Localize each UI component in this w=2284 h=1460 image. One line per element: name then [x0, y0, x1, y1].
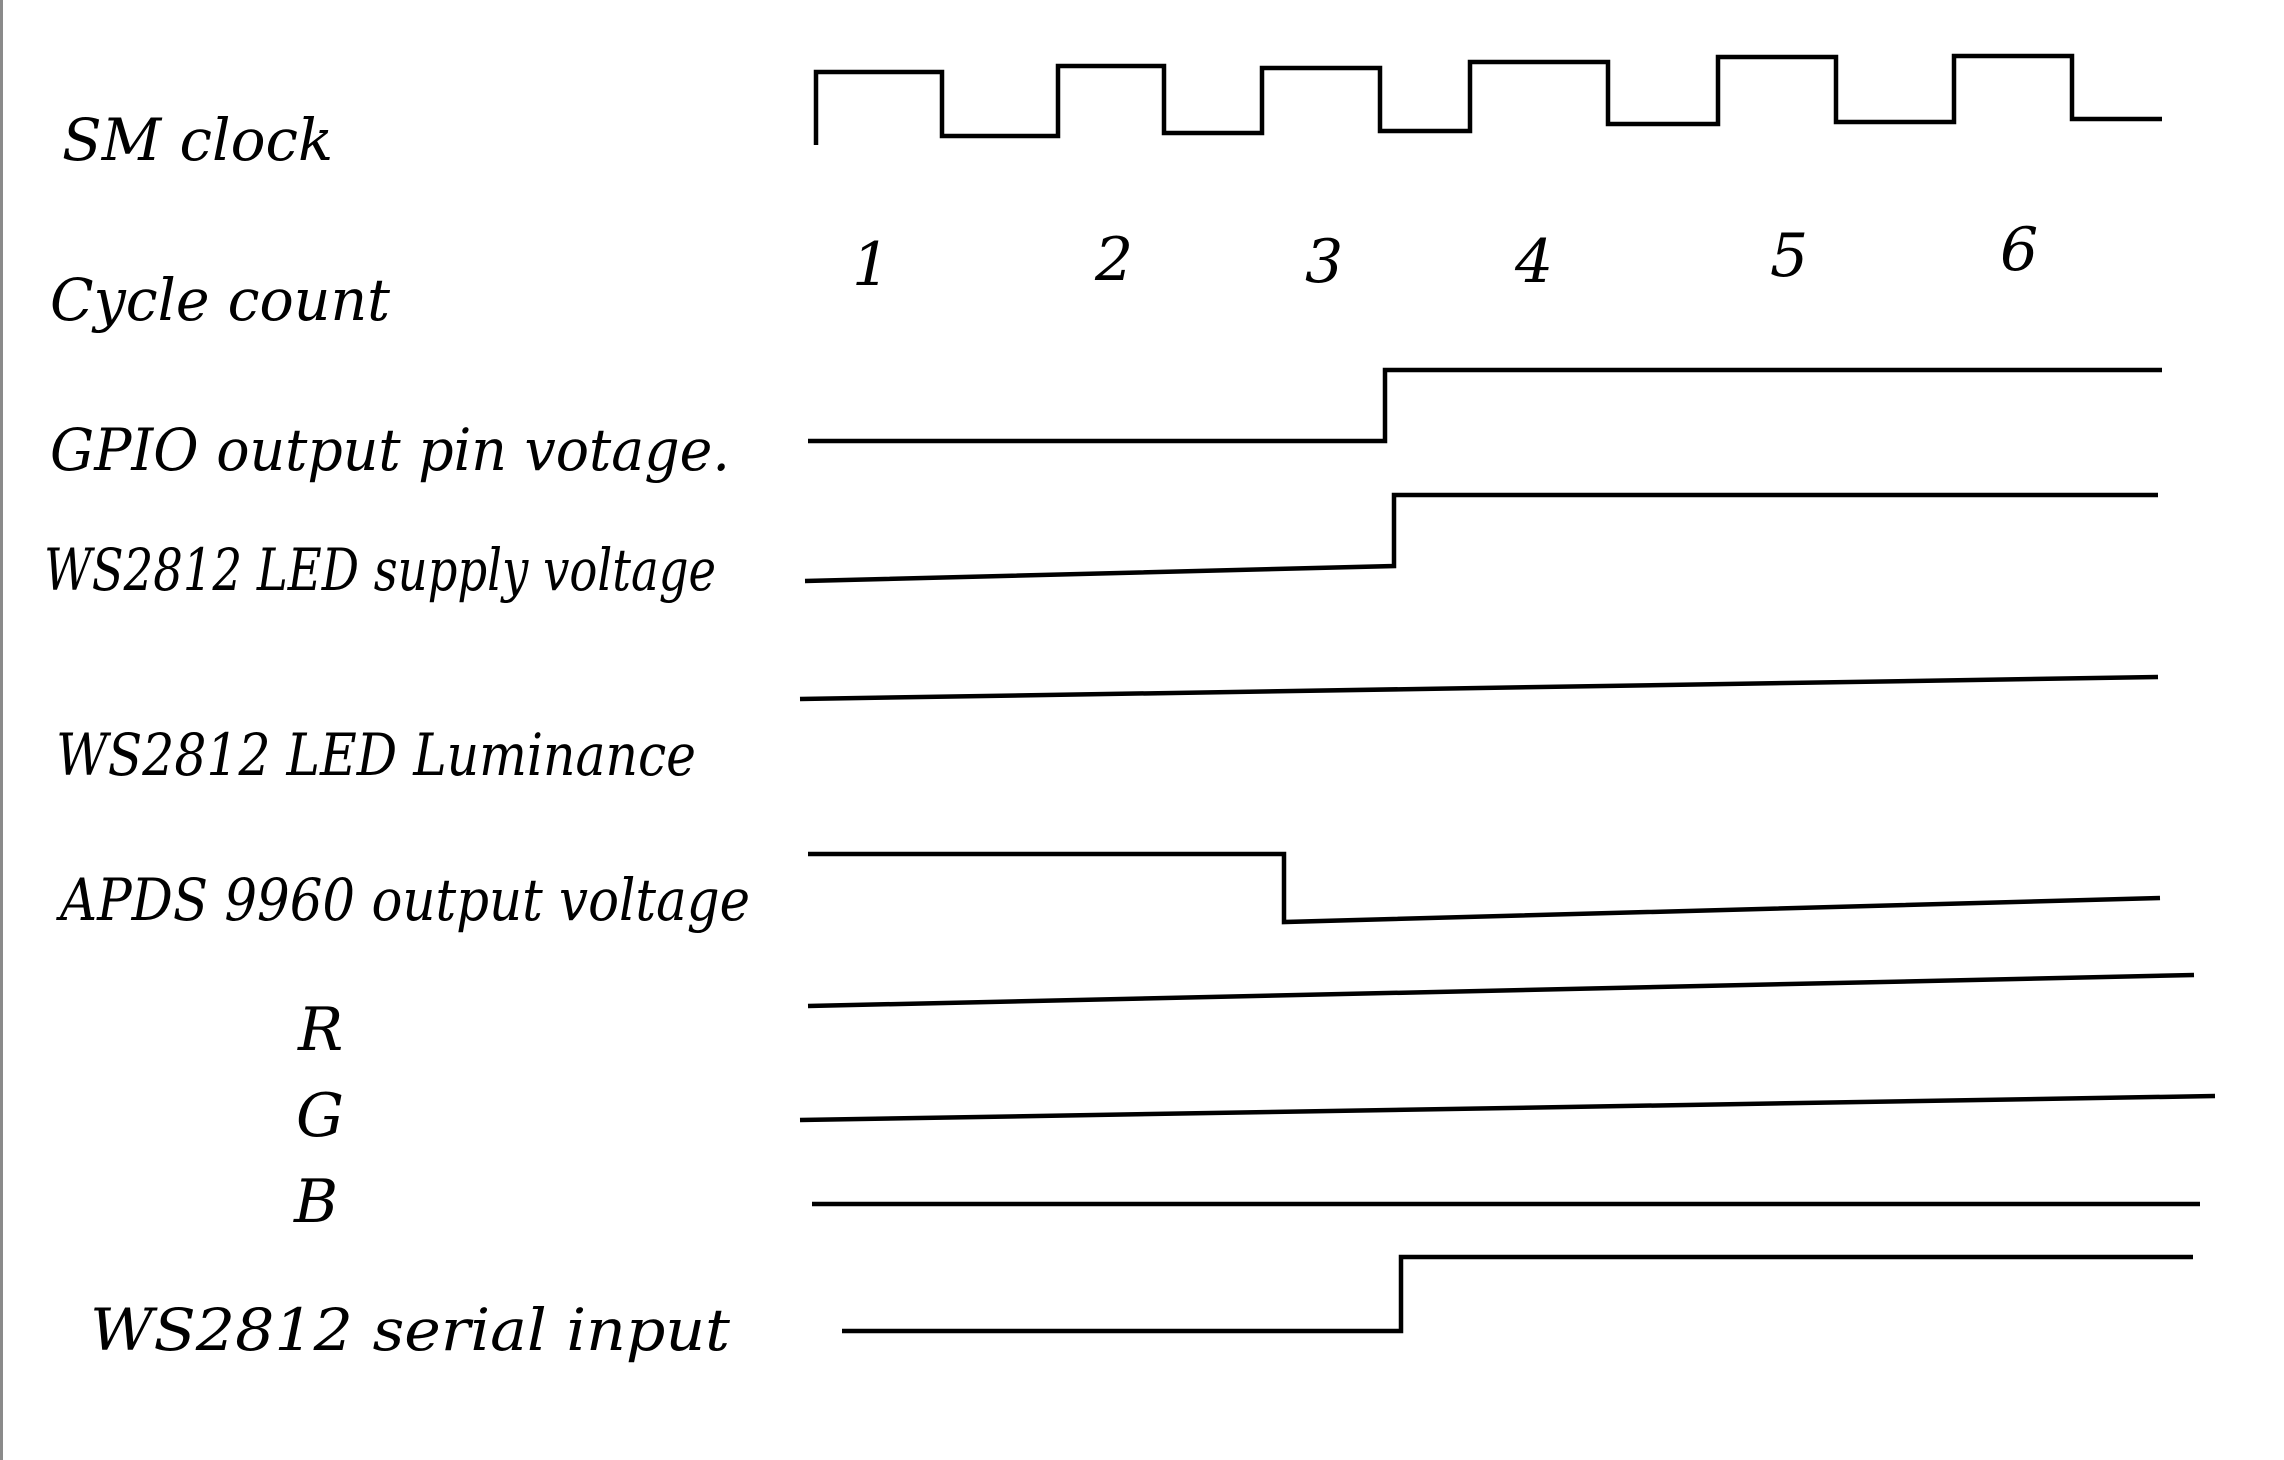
label-r: R: [297, 995, 343, 1065]
label-apds9960-output-voltage: APDS 9960 output voltage: [56, 866, 750, 934]
cycle-label-2: 2: [1094, 225, 1133, 295]
trace-g: [799, 1093, 2216, 1123]
label-ws2812-led-supply-voltage: WS2812 LED supply voltage: [44, 536, 716, 604]
trace-r: [807, 972, 2195, 1009]
label-cycle-count: Cycle count: [50, 266, 391, 334]
cycle-label-1: 1: [852, 230, 890, 300]
cycle-label-5: 5: [1770, 221, 1808, 291]
label-b: B: [293, 1167, 338, 1237]
trace-ws2812-led-supply-voltage: [804, 492, 2158, 584]
cycle-label-6: 6: [2000, 215, 2038, 285]
cycle-label-4: 4: [1514, 227, 1553, 297]
trace-ws2812-serial-input: [842, 1254, 2193, 1334]
trace-ws2812-led-luminance: [799, 674, 2159, 702]
label-g: G: [296, 1081, 344, 1151]
label-ws2812-serial-input: WS2812 serial input: [90, 1296, 731, 1364]
label-ws2812-led-luminance: WS2812 LED Luminance: [56, 721, 696, 789]
trace-sm-clock: [813, 53, 2162, 145]
label-sm-clock: SM clock: [62, 106, 333, 174]
trace-gpio-output-pin-voltage: [808, 367, 2162, 444]
label-gpio-output-pin-voltage: GPIO output pin votage.: [50, 416, 730, 484]
trace-apds9960-output-voltage: [808, 851, 2161, 925]
cycle-label-3: 3: [1305, 227, 1343, 297]
